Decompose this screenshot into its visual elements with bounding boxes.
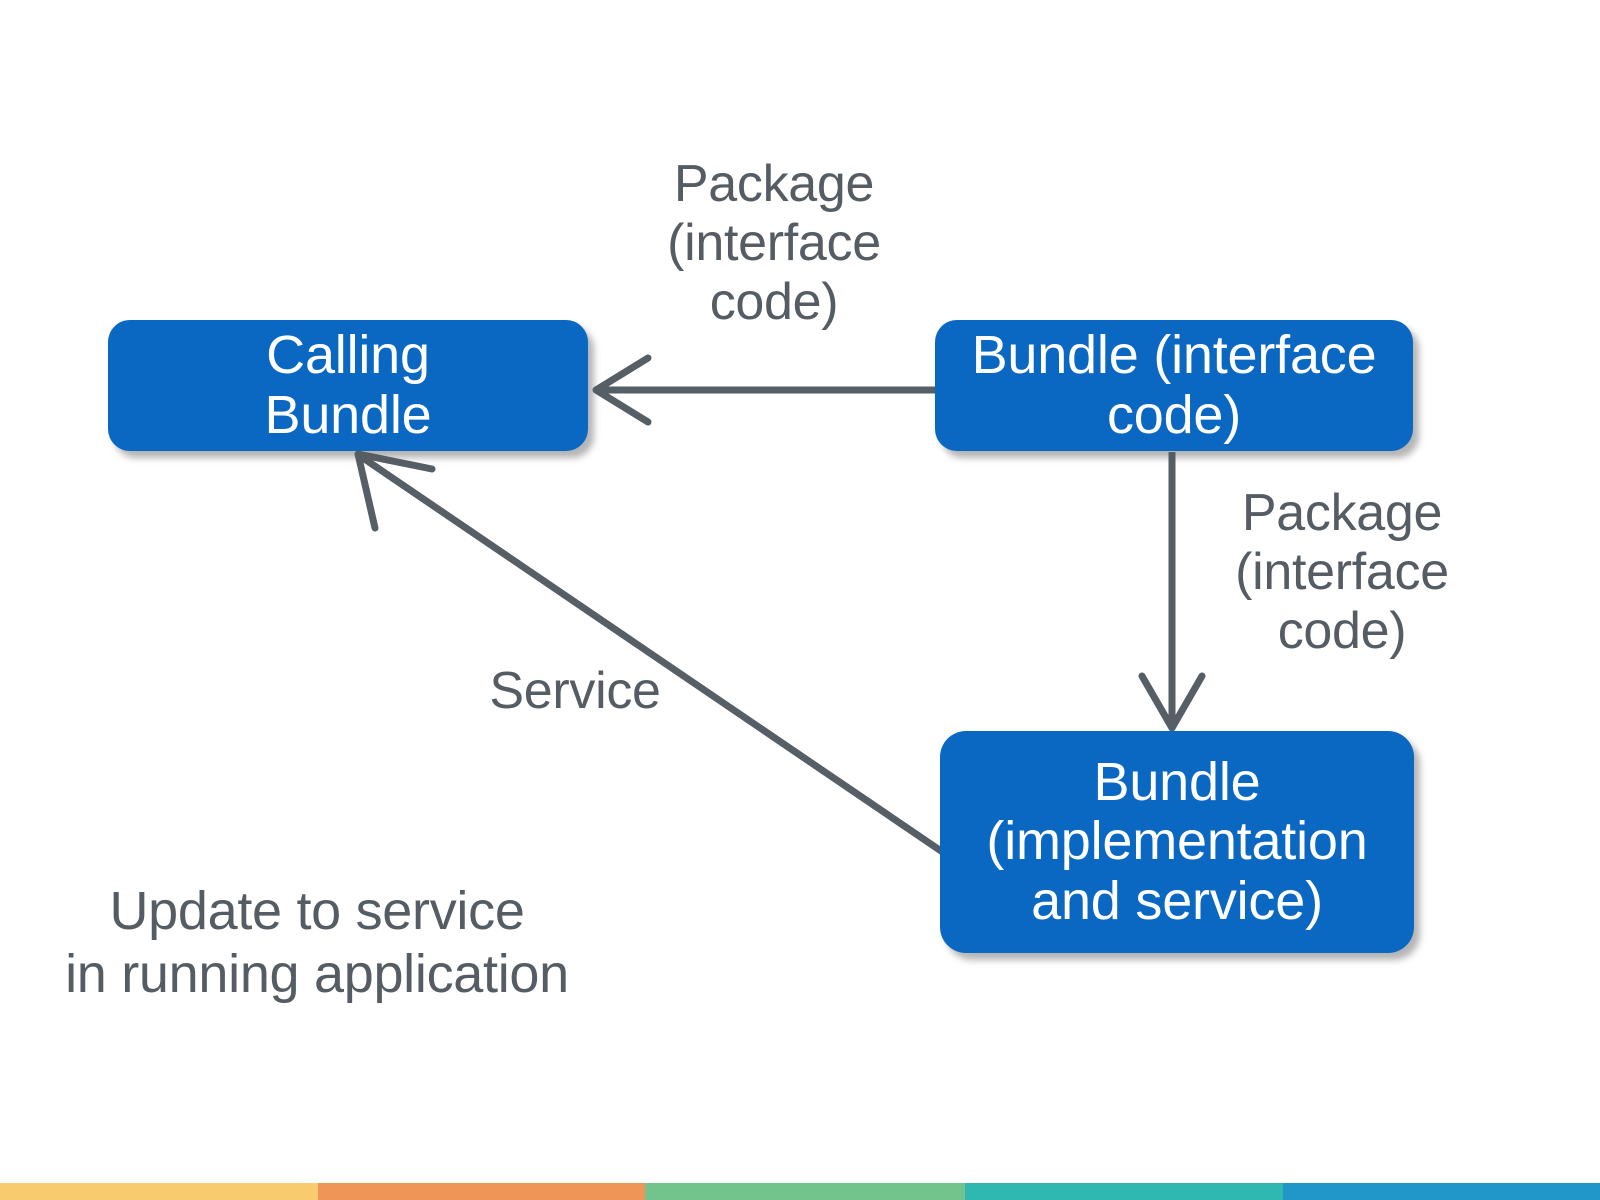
- node-bundle-interface[interactable]: Bundle (interface code): [935, 320, 1413, 451]
- caption-update-to-service: Update to service in running application: [22, 880, 612, 1005]
- color-strip-segment-yellow: [0, 1183, 318, 1200]
- color-strip-segment-green: [645, 1183, 965, 1200]
- node-line: Bundle: [1093, 751, 1261, 812]
- node-line: code): [1106, 384, 1242, 445]
- node-calling-bundle[interactable]: Calling Bundle: [108, 320, 588, 451]
- edge-label-line: Service: [489, 662, 661, 720]
- node-line: Calling: [266, 325, 430, 386]
- edge-label-package-interface-code-right: Package (interface code): [1192, 484, 1492, 660]
- node-bundle-interface-label: Bundle (interface code): [962, 325, 1387, 445]
- node-line: Bundle (interface: [971, 325, 1377, 386]
- edge-label-line: code): [1277, 601, 1407, 660]
- caption-line: Update to service: [109, 881, 525, 941]
- node-line: and service): [1031, 870, 1323, 931]
- edge-interface-to-calling: [592, 354, 935, 426]
- node-bundle-implementation[interactable]: Bundle (implementation and service): [940, 731, 1414, 953]
- edge-implementation-to-calling: [354, 450, 946, 856]
- color-strip-segment-teal: [965, 1183, 1283, 1200]
- node-line: (implementation: [986, 811, 1368, 872]
- color-strip-segment-blue: [1283, 1183, 1600, 1200]
- edge-label-service: Service: [460, 662, 690, 721]
- edge-label-line: (interface: [667, 213, 881, 272]
- edge-label-line: Package: [673, 155, 875, 213]
- edge-label-line: Package: [1241, 484, 1443, 542]
- color-strip-segment-orange: [318, 1183, 645, 1200]
- edge-label-package-interface-code-top: Package (interface code): [596, 155, 952, 331]
- edge-label-line: (interface: [1235, 542, 1449, 601]
- node-calling-bundle-label: Calling Bundle: [255, 325, 442, 445]
- node-line: Bundle: [264, 384, 432, 445]
- edge-label-line: code): [709, 272, 839, 331]
- caption-line: in running application: [65, 943, 569, 1004]
- bottom-color-strip: [0, 1183, 1600, 1200]
- node-bundle-implementation-label: Bundle (implementation and service): [976, 751, 1377, 931]
